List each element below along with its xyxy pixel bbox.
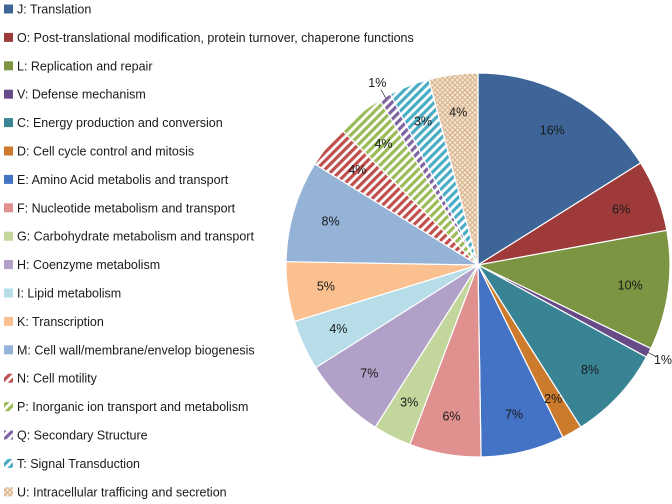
- legend-label: L: Replication and repair: [17, 59, 153, 73]
- pie-slice: [428, 72, 479, 266]
- slice-value-label: 8%: [581, 363, 599, 377]
- legend-swatch: [4, 32, 13, 42]
- slice-value-label: 7%: [505, 407, 523, 421]
- legend-swatch: [4, 174, 13, 184]
- legend-swatch: [4, 146, 13, 156]
- label-leader-line: [380, 89, 387, 99]
- slice-value-label: 6%: [612, 202, 630, 216]
- legend-label: H: Coenzyme metabolism: [17, 258, 160, 272]
- pie-slice: [477, 72, 642, 267]
- pie-slice: [285, 163, 481, 266]
- legend-label: D: Cell cycle control and mitosis: [17, 145, 194, 159]
- slice-value-label: 4%: [374, 137, 392, 151]
- slice-value-label: 5%: [317, 280, 335, 294]
- slice-value-label: 3%: [414, 115, 432, 129]
- legend-swatch: [4, 487, 13, 497]
- legend-swatch: [4, 402, 13, 412]
- legend-label: I: Lipid metabolism: [17, 287, 121, 301]
- legend-swatch: [4, 89, 13, 99]
- slice-value-label: 1%: [368, 76, 386, 90]
- legend-swatch: [4, 288, 13, 298]
- legend-swatch: [4, 203, 13, 213]
- legend-label: G: Carbohydrate metabolism and transport: [17, 230, 254, 244]
- slice-value-label: 1%: [654, 353, 672, 367]
- legend-swatch: [4, 316, 13, 326]
- slice-labels: 16% 6% 10% 1% 8% 2% 7% 6% 3% 7% 4% 5% 8% 4% 4% 1% 3% 4%: [317, 76, 672, 423]
- legend-swatch: [4, 373, 13, 383]
- legend-label: F: Nucleotide metabolism and transport: [17, 201, 236, 215]
- legend-swatch: [4, 231, 13, 241]
- slice-value-label: 6%: [442, 409, 460, 423]
- legend-label: N: Cell motility: [17, 372, 98, 386]
- legend-swatch: [4, 118, 13, 128]
- legend-label: V: Defense mechanism: [17, 88, 146, 102]
- legend-label: T: Signal Transduction: [17, 457, 140, 471]
- legend-label: E: Amino Acid metabolis and transport: [17, 173, 229, 187]
- legend-label: K: Transcription: [17, 315, 104, 329]
- legend-label: P: Inorganic ion transport and metabolis…: [17, 400, 248, 414]
- slice-value-label: 7%: [360, 367, 378, 381]
- slice-value-label: 2%: [544, 392, 562, 406]
- pie-slice: [477, 264, 648, 428]
- legend-label: J: Translation: [17, 3, 91, 17]
- legend-label: M: Cell wall/membrane/envelop biogenesis: [17, 343, 255, 357]
- legend-swatch: [4, 61, 13, 71]
- legend-swatch: [4, 430, 13, 440]
- slice-value-label: 3%: [400, 395, 418, 409]
- legend-swatch: [4, 458, 13, 468]
- pie-slice: [476, 229, 671, 350]
- label-leader-line: [646, 351, 657, 357]
- legend-label: Q: Secondary Structure: [17, 429, 148, 443]
- pie-slices: [285, 72, 671, 458]
- legend-swatch: [4, 345, 13, 355]
- legend-label: U: Intracellular trafficing and secretio…: [17, 485, 227, 499]
- slice-value-label: 4%: [348, 163, 366, 177]
- legend-label: O: Post-translational modification, prot…: [17, 31, 414, 45]
- slice-value-label: 16%: [540, 124, 565, 138]
- legend-swatch: [4, 260, 13, 270]
- slice-value-label: 10%: [618, 279, 643, 293]
- legend: J: Translation O: Post-translational modi…: [4, 3, 414, 499]
- legend-label: C: Energy production and conversion: [17, 116, 223, 130]
- slice-value-label: 4%: [449, 106, 467, 120]
- legend-swatch: [4, 4, 13, 14]
- slice-value-label: 8%: [322, 215, 340, 229]
- slice-value-label: 4%: [329, 322, 347, 336]
